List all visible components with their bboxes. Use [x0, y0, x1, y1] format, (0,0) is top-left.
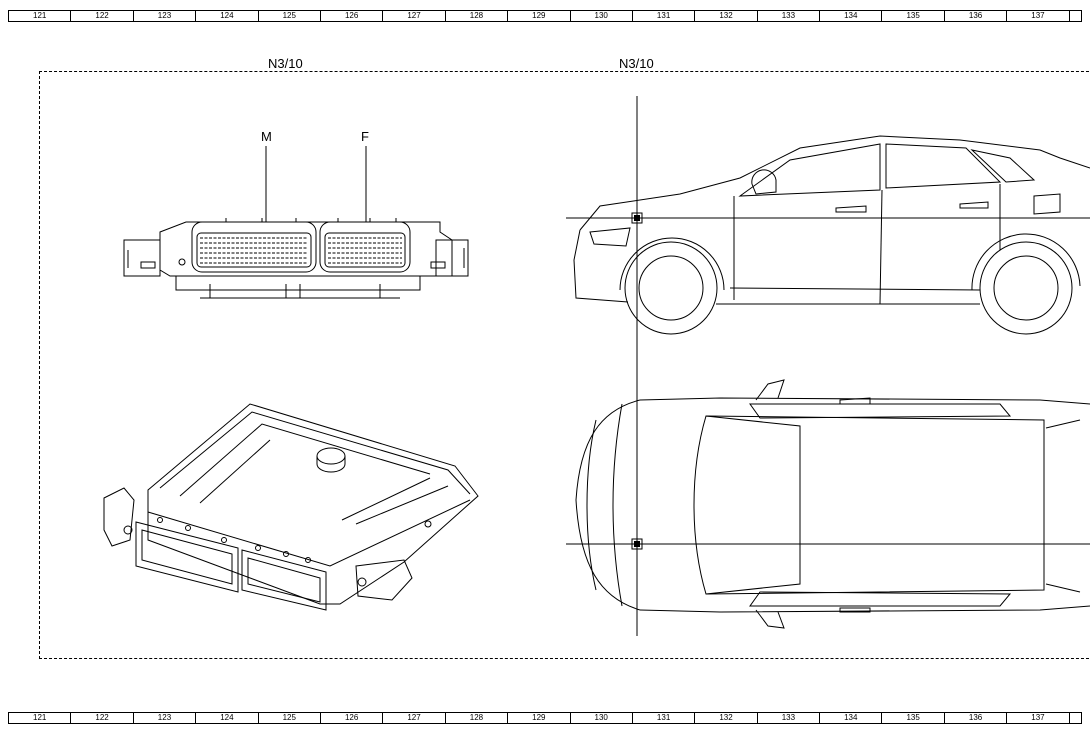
ruler-cell: 126: [321, 713, 384, 723]
ruler-cell: 127: [383, 713, 446, 723]
ruler-cell: 133: [758, 11, 821, 21]
ruler-cell: 122: [71, 713, 134, 723]
ruler-cell: 136: [945, 713, 1008, 723]
ruler-cell: 132: [695, 713, 758, 723]
control-unit-front-view: [123, 146, 469, 299]
component-frame: [39, 71, 1090, 659]
connector-label-f: F: [361, 129, 369, 144]
ruler-cell: 135: [882, 11, 945, 21]
ruler-cell: 125: [259, 713, 321, 723]
component-label-right: N3/10: [619, 56, 654, 71]
ruler-cell: 137: [1007, 11, 1070, 21]
ruler-cell: 129: [508, 713, 571, 723]
ruler-cell: 137: [1007, 713, 1070, 723]
ruler-cell: 121: [9, 11, 72, 21]
ruler-cell: 128: [446, 11, 509, 21]
location-markers: [566, 96, 1090, 636]
control-unit-isometric-view: [103, 403, 479, 611]
ruler-cell: 134: [820, 713, 883, 723]
ruler-cell: 134: [820, 11, 883, 21]
ruler-cell: 127: [383, 11, 446, 21]
connector-label-m: M: [261, 129, 272, 144]
ruler-cell: 133: [758, 713, 821, 723]
component-label-left: N3/10: [268, 56, 303, 71]
ruler-cell: 131: [633, 713, 696, 723]
ruler-cell: 131: [633, 11, 696, 21]
ruler-cell: 126: [321, 11, 384, 21]
ruler-cell: 124: [196, 11, 259, 21]
ruler-cell: 121: [9, 713, 72, 723]
ruler-cell: 130: [571, 11, 633, 21]
ruler-cell: 125: [259, 11, 321, 21]
ruler-cell: 122: [71, 11, 134, 21]
ruler-cell: 123: [134, 11, 197, 21]
ruler-cell: 124: [196, 713, 259, 723]
ruler-cell: 129: [508, 11, 571, 21]
vehicle-side-view: [573, 135, 1090, 335]
ruler-cell: 136: [945, 11, 1008, 21]
ruler-cell: 128: [446, 713, 509, 723]
ruler-cell: 135: [882, 713, 945, 723]
ruler-cell: 130: [571, 713, 633, 723]
vehicle-top-view: [575, 379, 1090, 629]
ruler-cell: 132: [695, 11, 758, 21]
ruler-cell: 123: [134, 713, 197, 723]
